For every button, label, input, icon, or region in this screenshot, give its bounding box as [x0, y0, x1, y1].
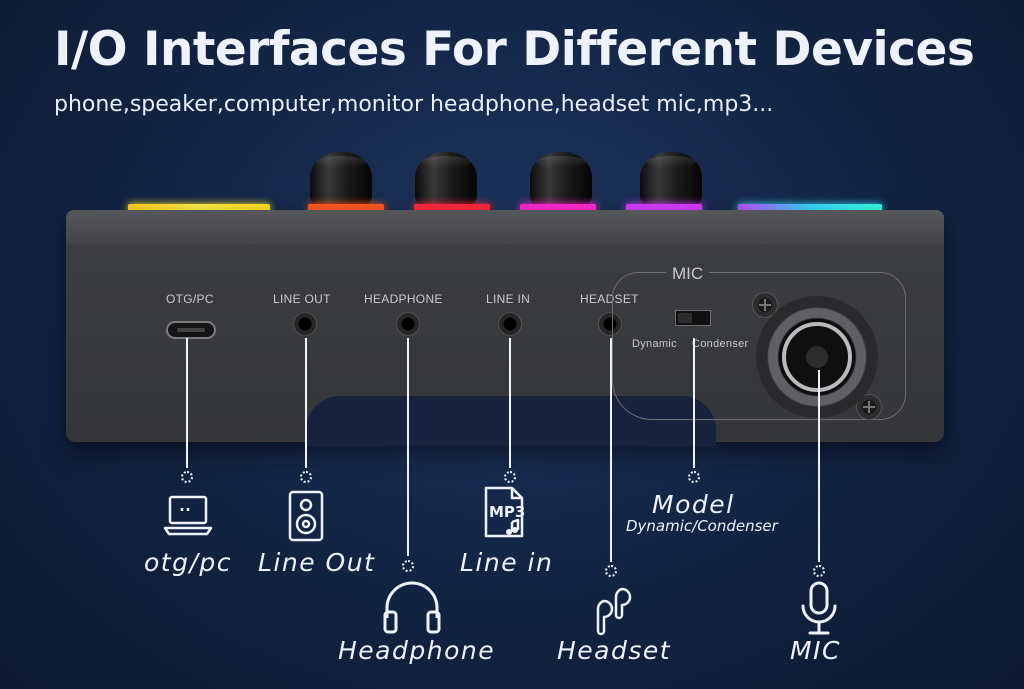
connector-line-line-out	[305, 338, 307, 468]
mp3-label: MP3	[489, 503, 525, 521]
caption-line-out: Line Out	[258, 548, 376, 577]
rgb-light-strip	[626, 204, 702, 212]
earbuds-icon	[596, 587, 632, 636]
mic-section-frame	[612, 272, 906, 420]
laptop-icon	[163, 495, 213, 536]
page-title: I/O Interfaces For Different Devices	[54, 22, 975, 77]
connector-dot-headset	[605, 565, 617, 577]
audio-interface-device: OTG/PC LINE OUT HEADPHONE LINE IN HEADSE…	[66, 210, 944, 446]
caption-otg-pc: otg/pc	[144, 548, 233, 577]
caption-headset: Headset	[557, 636, 672, 665]
connector-dot-model	[688, 471, 700, 483]
xlr-inner-ring	[782, 322, 852, 392]
port-label-line-out: LINE OUT	[273, 292, 331, 306]
caption-model-sub: Dynamic/Condenser	[626, 517, 778, 535]
mic-section-title: MIC	[666, 264, 710, 284]
connector-line-line-in	[509, 338, 511, 468]
dynamic-condenser-switch[interactable]	[675, 310, 711, 326]
connector-dot-mic	[813, 565, 825, 577]
connector-line-mic	[818, 370, 820, 562]
port-label-line-in: LINE IN	[486, 292, 531, 306]
speaker-icon	[288, 490, 324, 542]
connector-dot-line-out	[300, 471, 312, 483]
xlr-combo-jack[interactable]	[756, 296, 878, 418]
device-top-edge	[66, 210, 944, 244]
connector-line-otg	[186, 338, 188, 468]
headphone-jack[interactable]	[395, 311, 421, 337]
rgb-light-strip	[414, 204, 490, 212]
rgb-light-strip	[520, 204, 596, 212]
usb-c-port[interactable]	[166, 321, 216, 339]
connector-line-headphone	[407, 338, 409, 556]
port-label-headphone: HEADPHONE	[364, 292, 443, 306]
headset-jack[interactable]	[597, 311, 623, 337]
page-subtitle: phone,speaker,computer,monitor headphone…	[54, 92, 774, 117]
knob-3	[530, 152, 592, 208]
microphone-icon	[801, 581, 837, 635]
connector-dot-line-in	[504, 471, 516, 483]
caption-model: Model	[652, 490, 735, 519]
connector-dot-headphone	[402, 560, 414, 572]
switch-label-condenser: Condenser	[692, 338, 749, 350]
caption-mic: MIC	[790, 636, 841, 665]
connector-line-headset	[610, 338, 612, 562]
knob-4	[640, 152, 702, 208]
rgb-light-strip	[128, 204, 270, 212]
headphones-icon	[383, 581, 441, 634]
connector-dot-otg	[181, 471, 193, 483]
knob-1	[310, 152, 372, 208]
caption-headphone: Headphone	[338, 636, 496, 665]
xlr-center-hole	[806, 346, 828, 368]
port-label-otg: OTG/PC	[166, 292, 214, 306]
mp3-file-icon: MP3	[484, 486, 525, 538]
rgb-light-strip	[308, 204, 384, 212]
caption-line-in: Line in	[460, 548, 554, 577]
connector-line-model	[693, 338, 695, 468]
knob-2	[415, 152, 477, 208]
rgb-light-strip	[738, 204, 882, 212]
switch-label-dynamic: Dynamic	[632, 338, 677, 350]
line-in-jack[interactable]	[497, 311, 523, 337]
line-out-jack[interactable]	[292, 311, 318, 337]
